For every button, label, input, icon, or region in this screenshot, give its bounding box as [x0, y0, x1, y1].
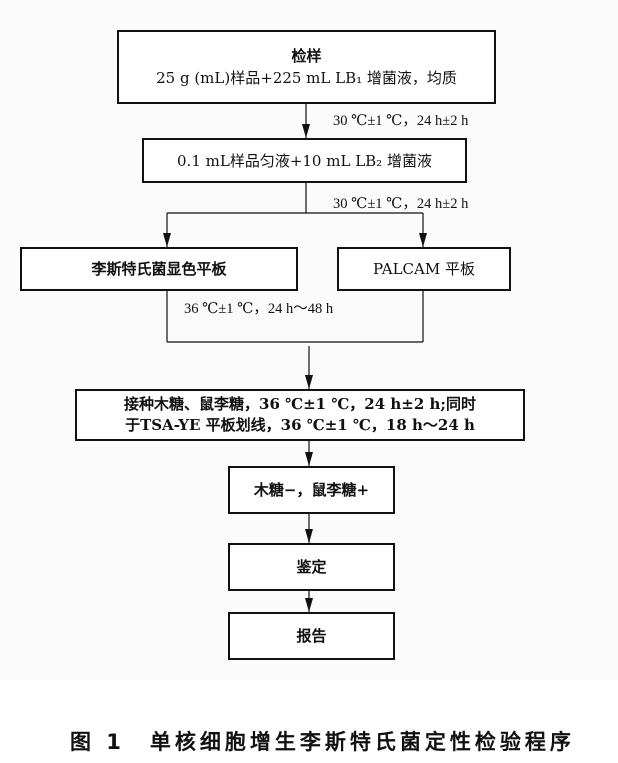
arrowhead [305, 529, 313, 543]
sample-desc: 25 g (mL)样品+225 mL LB₁ 增菌液，均质 [156, 69, 457, 87]
report-text: 报告 [296, 627, 327, 645]
condition-2: 30 ℃±1 ℃，24 h±2 h [333, 196, 469, 212]
condition-1: 30 ℃±1 ℃，24 h±2 h [333, 113, 469, 129]
arrowhead [419, 233, 427, 247]
inoculation-box: 接种木糖、鼠李糖，36 ℃±1 ℃，24 h±2 h;同时 于TSA-YE 平板… [75, 389, 525, 441]
chromogenic-plate-text: 李斯特氏菌显色平板 [91, 260, 227, 278]
arrowhead [163, 233, 171, 247]
arrowhead [305, 452, 313, 466]
enrichment-text: 0.1 mL样品匀液+10 mL LB₂ 增菌液 [177, 151, 432, 170]
chromogenic-plate-box: 李斯特氏菌显色平板 [20, 247, 298, 291]
palcam-plate-box: PALCAM 平板 [337, 247, 511, 291]
report-box: 报告 [228, 612, 395, 660]
sample-box: 检样 25 g (mL)样品+225 mL LB₁ 增菌液，均质 [117, 30, 496, 104]
arrowhead [305, 375, 313, 389]
arrowhead [302, 124, 310, 138]
arrowhead [305, 598, 313, 612]
palcam-plate-text: PALCAM 平板 [373, 260, 475, 278]
figure-caption: 图 1 单核细胞增生李斯特氏菌定性检验程序 [70, 730, 575, 754]
identification-box: 鉴定 [228, 543, 395, 591]
sample-title: 检样 [291, 47, 322, 65]
identification-text: 鉴定 [296, 558, 327, 576]
sugar-result-box: 木糖−，鼠李糖+ [228, 466, 395, 514]
sugar-result-text: 木糖−，鼠李糖+ [253, 481, 370, 499]
enrichment-box: 0.1 mL样品匀液+10 mL LB₂ 增菌液 [142, 138, 467, 183]
inoculation-line-1: 接种木糖、鼠李糖，36 ℃±1 ℃，24 h±2 h;同时 [124, 395, 476, 413]
condition-3: 36 ℃±1 ℃，24 h～48 h [184, 301, 334, 317]
inoculation-line-2: 于TSA-YE 平板划线，36 ℃±1 ℃，18 h～24 h [125, 416, 475, 434]
